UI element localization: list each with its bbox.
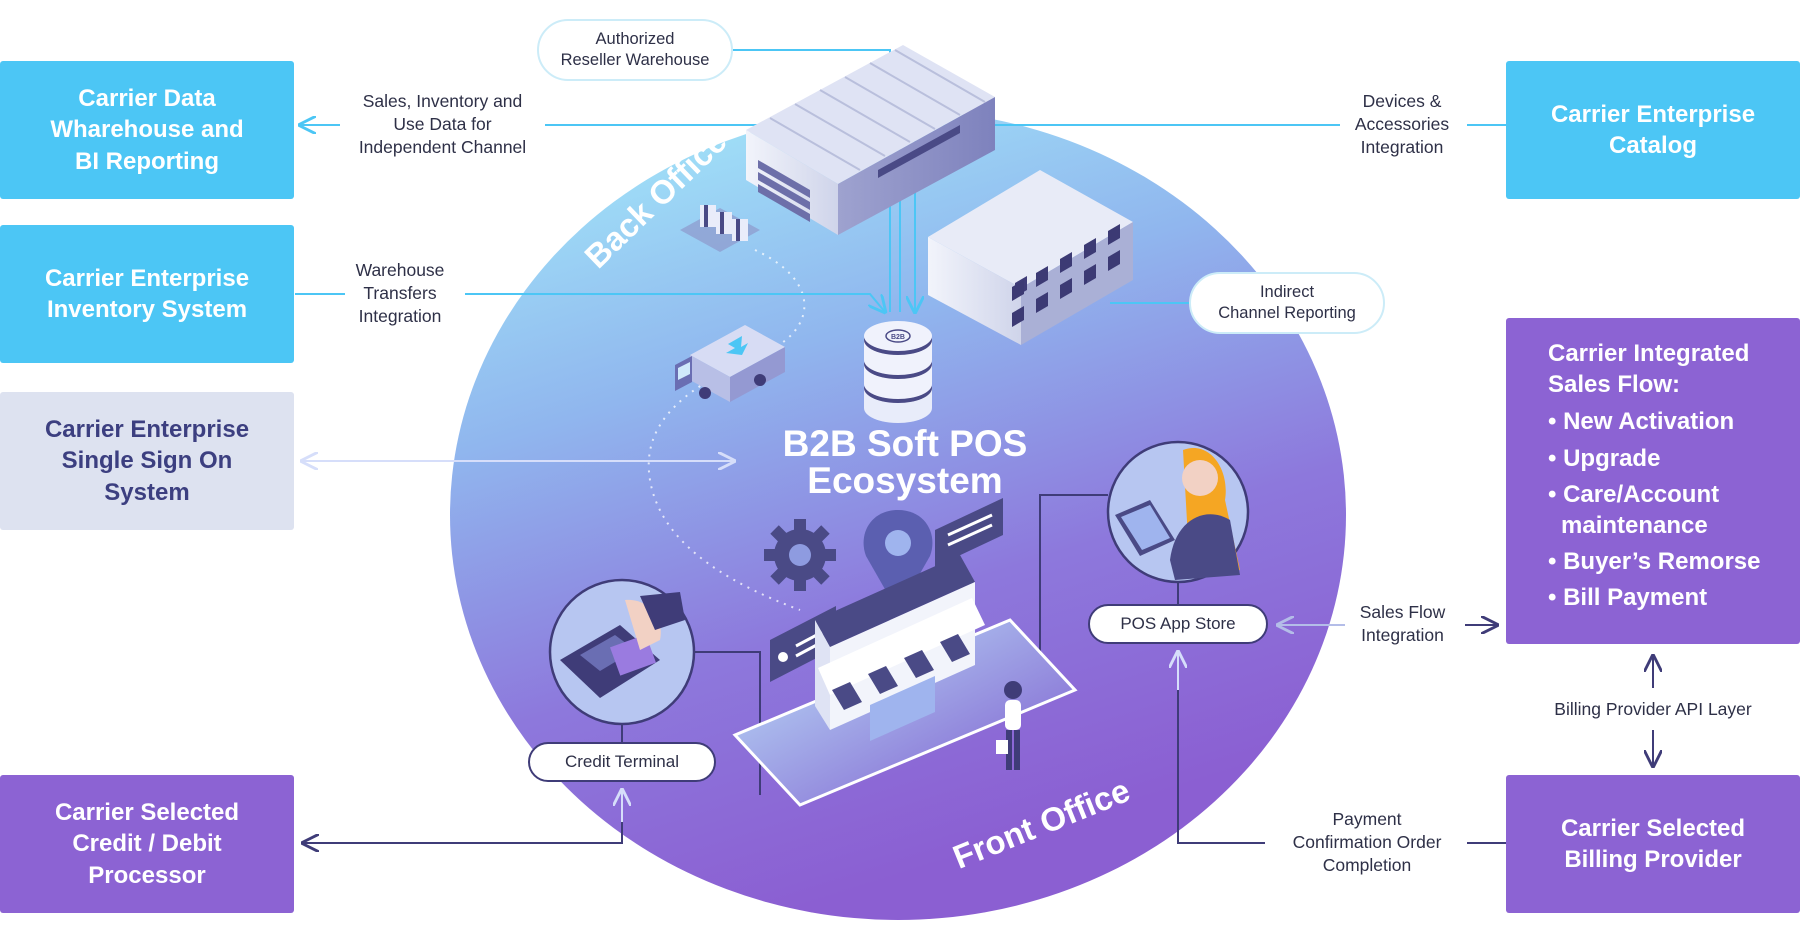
pill-line: Authorized [595, 29, 675, 48]
box-line: Carrier Selected [54, 799, 240, 827]
carrier-credit-processor-box: Carrier Selected Credit / Debit Processo… [0, 775, 294, 913]
payment-confirmation-label: Payment Confirmation Order Completion [1268, 808, 1466, 877]
sales-flow-item: • Bill Payment [1548, 584, 1708, 612]
label-line: Completion [1322, 854, 1412, 875]
sales-flow-item: • New Activation [1548, 408, 1735, 436]
devices-accessories-label: Devices & Accessories Integration [1343, 90, 1461, 159]
label-line: Sales, Inventory and [362, 91, 523, 111]
gear-icon [764, 519, 836, 591]
message-bubble-icon [935, 498, 1003, 567]
sales-flow-item: • Care/Account [1548, 480, 1720, 508]
label-line: Integration [358, 305, 442, 326]
box-line: System [104, 478, 190, 506]
label-line: Independent Channel [358, 136, 527, 157]
delivery-truck [675, 325, 785, 402]
box-line: Carrier Data [78, 85, 216, 113]
box-line: Billing Provider [1564, 846, 1742, 873]
carrier-billing-provider-box: Carrier Selected Billing Provider [1506, 775, 1800, 913]
box-line: Wharehouse and [50, 116, 244, 144]
indirect-channel-reporting-pill: Indirect Channel Reporting [1189, 272, 1385, 334]
box-line: Processor [88, 861, 206, 889]
pill-line: Credit Terminal [564, 751, 679, 771]
sales-flow-title: Sales Flow: [1548, 371, 1681, 399]
label-line: Use Data for [393, 113, 492, 134]
box-line: Carrier Enterprise [44, 416, 250, 444]
label-line: Accessories [1354, 113, 1450, 134]
box-line: Credit / Debit [72, 830, 222, 858]
label-line: Devices & [1362, 91, 1442, 111]
db-logo: B2B [891, 334, 905, 341]
sales-flow-title: Carrier Integrated [1548, 340, 1750, 367]
label-line: Sales Flow [1359, 602, 1446, 622]
reseller-warehouse-line [733, 49, 891, 312]
title-line: Ecosystem [807, 460, 1003, 501]
box-line: Inventory System [46, 296, 248, 323]
carrier-sales-flow-box: Carrier Integrated Sales Flow: • New Act… [1506, 318, 1800, 644]
authorized-reseller-warehouse-pill: Authorized Reseller Warehouse [537, 19, 733, 81]
pill-line: Channel Reporting [1218, 304, 1356, 322]
pill-line: Reseller Warehouse [560, 51, 710, 69]
pill-line: Indirect [1259, 282, 1315, 301]
box-line: Catalog [1608, 132, 1697, 159]
label-line: Warehouse [355, 260, 445, 280]
credit-terminal-illustration [548, 578, 696, 726]
box-line: Carrier Enterprise [1550, 100, 1756, 128]
reseller-store: AUTHORIZED RESELLER [815, 555, 985, 741]
shopper-figure [996, 681, 1022, 770]
sales-flow-item: • Upgrade [1548, 444, 1661, 472]
pill-line: POS App Store [1120, 613, 1236, 633]
sales-inventory-label: Sales, Inventory and Use Data for Indepe… [340, 90, 545, 159]
payment-line [1177, 660, 1265, 844]
title-line: B2B Soft POS [782, 423, 1028, 464]
database-icon: B2B [864, 321, 932, 423]
parcel-boxes [680, 205, 760, 252]
label-line: Confirmation Order [1292, 831, 1442, 852]
pos-app-store-pill: POS App Store [1088, 604, 1268, 644]
carrier-inventory-system-box: Carrier Enterprise Inventory System [0, 225, 294, 363]
carrier-enterprise-catalog-box: Carrier Enterprise Catalog [1506, 61, 1800, 199]
box-line: Carrier Enterprise [44, 264, 250, 292]
label-line: Payment [1332, 809, 1402, 829]
box-line: Carrier Selected [1560, 814, 1746, 842]
warehouse-transfers-line [465, 293, 885, 312]
sales-flow-item: maintenance [1561, 511, 1708, 539]
pos-app-illustration [1106, 440, 1250, 584]
label-line: Integration [1360, 136, 1444, 157]
warehouse-transfers-label: Warehouse Transfers Integration [345, 259, 455, 328]
sales-flow-integration-label: Sales Flow Integration [1345, 601, 1460, 647]
label-line: Integration [1361, 624, 1444, 645]
office-building [928, 170, 1133, 345]
ecosystem-title: B2B Soft POS Ecosystem [760, 425, 1050, 499]
label-line: Transfers [363, 282, 437, 303]
billing-api-label: Billing Provider API Layer [1554, 699, 1752, 719]
carrier-data-warehouse-box: Carrier Data Wharehouse and BI Reporting [0, 61, 294, 199]
credit-terminal-pill: Credit Terminal [528, 742, 716, 782]
carrier-single-sign-on-box: Carrier Enterprise Single Sign On System [0, 392, 294, 530]
dotted-route [647, 249, 806, 611]
credit-processor-arrow [303, 788, 623, 843]
sales-flow-item: • Buyer’s Remorse [1548, 548, 1761, 576]
box-line: Single Sign On [61, 447, 233, 475]
location-pin-icon [863, 510, 933, 612]
warehouse-building [746, 45, 995, 235]
box-line: BI Reporting [75, 147, 219, 175]
